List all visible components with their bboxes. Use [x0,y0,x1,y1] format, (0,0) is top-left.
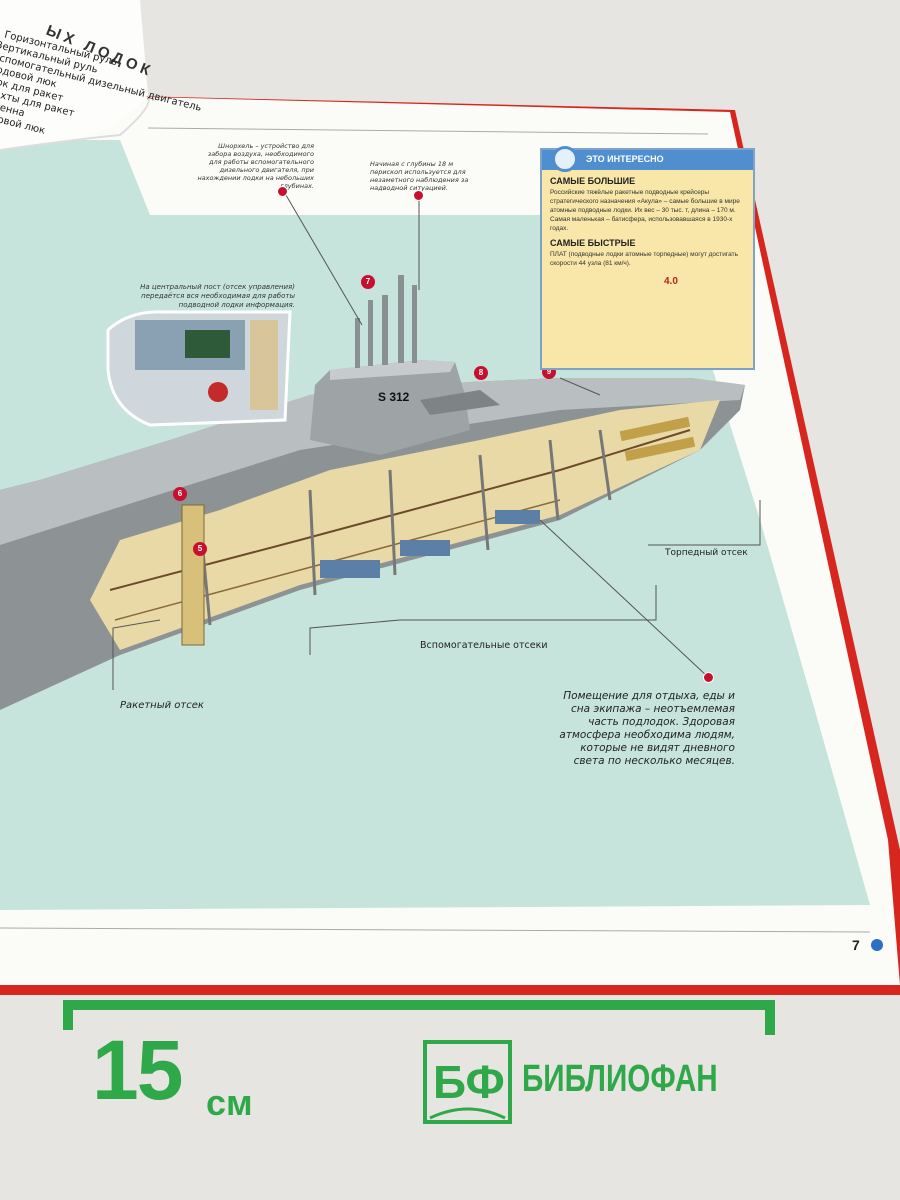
submarine-illustration [0,275,745,710]
marker-8: 8 [474,366,488,380]
magnifier-icon [552,146,578,172]
watermark-size-unit: см [206,1082,253,1123]
auxiliary-compartments-label: Вспомогательные отсеки [420,640,548,651]
info-text-largest: Российские тяжёлые ракетные подводные кр… [550,189,740,232]
info-box: ЭТО ИНТЕРЕСНО САМЫЕ БОЛЬШИЕ Российские т… [540,146,755,370]
periscope-annotation: Начиная с глубины 18 м перископ использу… [370,160,469,192]
page-number: 7 [852,937,860,953]
crew-annotation: Помещение для отдыха, еды и сна экипажа … [559,690,735,767]
watermark-brand: БИБЛИОФАН [522,1058,718,1100]
info-box-header: ЭТО ИНТЕРЕСНО [542,150,753,170]
torpedo-compartment-label: Торпедный отсек [665,548,748,558]
missile-compartment-label: Ракетный отсек [120,700,204,711]
leader-lines [112,189,761,690]
watermark-logo-emblem: БФ [423,1040,512,1124]
info-heading-fastest: САМЫЕ БЫСТРЫЕ [550,238,636,248]
marker-7: 7 [361,275,375,289]
info-text-fastest: ПЛАТ (подводные лодки атомные торпедные)… [550,251,738,267]
crew-dot [703,672,714,683]
left-page-curl [0,0,148,150]
control-room-annotation: На центральный пост (отсек управления) п… [140,283,295,309]
snorkel-annotation: Шнорхель – устройство для забора воздуха… [197,142,314,190]
watermark-logo-text: БФ [433,1056,505,1108]
hull-number: S 312 [378,390,410,404]
watermark-frame [63,1000,775,1035]
periscope-dot [413,190,424,201]
watermark-size: 15 [92,1023,183,1117]
cartoon-sign: 4.0 [664,276,678,287]
marker-5: 5 [193,542,207,556]
page-number-bullet [871,939,883,951]
info-heading-largest: САМЫЕ БОЛЬШИЕ [550,176,636,186]
marker-6: 6 [173,487,187,501]
snorkel-dot [277,186,288,197]
